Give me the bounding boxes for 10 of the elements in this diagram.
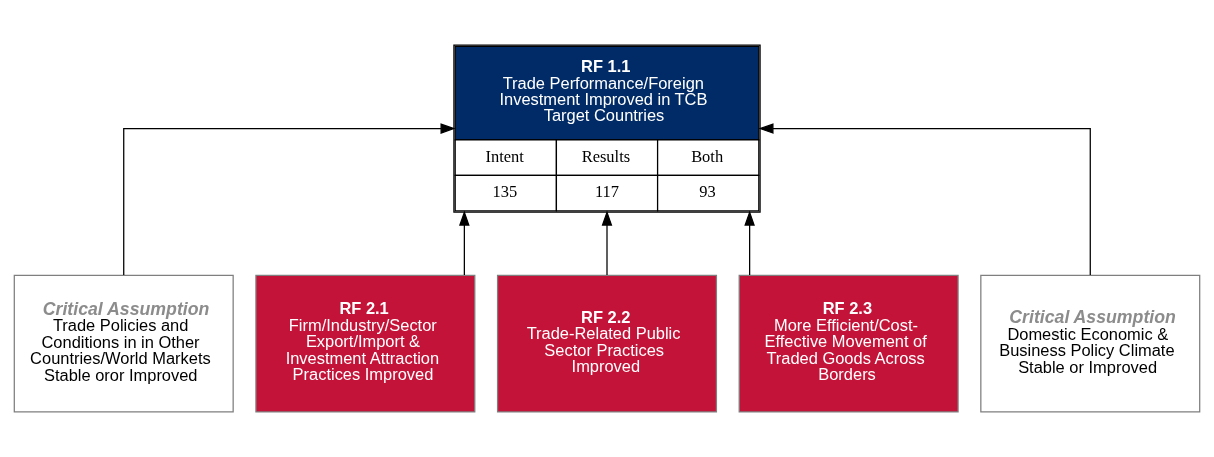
arrow bbox=[744, 210, 755, 276]
arrow bbox=[601, 210, 613, 276]
node-box: RF 2.1 Firm/Industry/Sector Export/Import & Investment Attraction Practices Improved bbox=[255, 274, 476, 413]
node-box: RF 2.3 More Efficient/Cost-Effective Movement of Traded Goods Across Borders bbox=[738, 274, 959, 413]
arrow bbox=[758, 123, 1091, 276]
node-box: RF 2.2 Trade-Related Public Sector Practices Improved bbox=[496, 274, 718, 413]
node-box: Critical Assumption Domestic Economic & Business Policy Climate Stable or Improved bbox=[980, 274, 1201, 413]
node-box: Critical Assumption Trade Policies and Conditions in in Other Countries/World Markets Stable oror Improved bbox=[13, 274, 234, 413]
arrow bbox=[459, 210, 470, 276]
arrow bbox=[123, 123, 456, 276]
